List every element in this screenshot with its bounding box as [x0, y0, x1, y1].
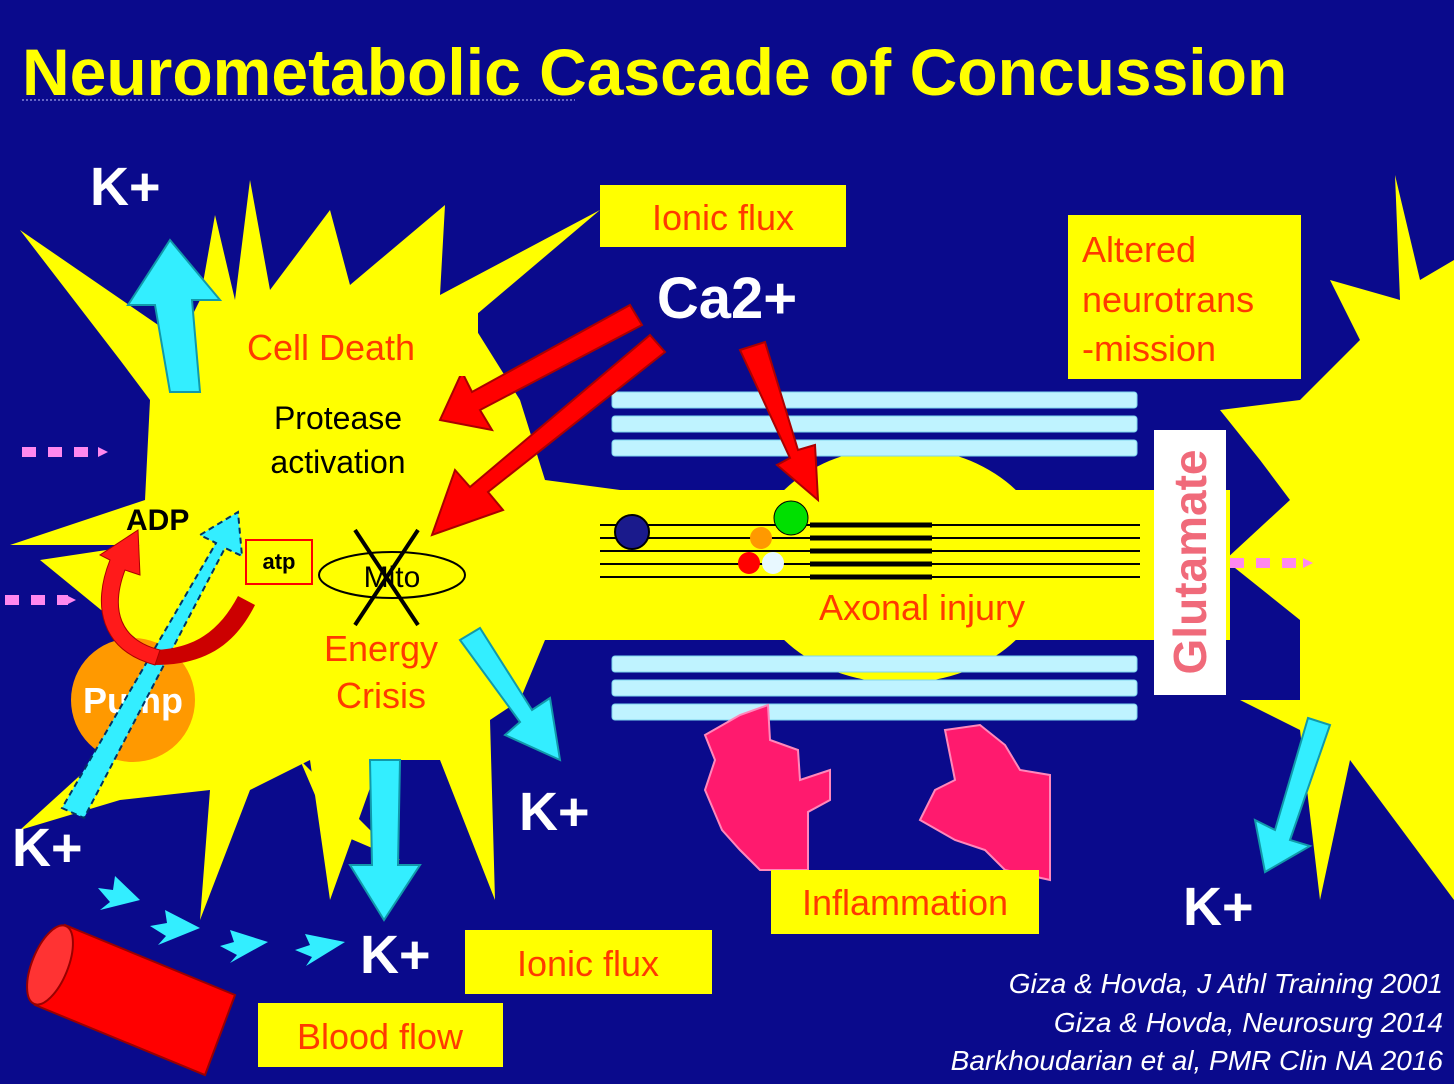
microtubule-top-2: [611, 415, 1138, 433]
microtubule-top-1: [611, 391, 1138, 409]
cell-death-box: [220, 312, 478, 376]
k-arrow-diagonal: [60, 510, 244, 820]
ionic-flux-bottom-box: [465, 930, 712, 994]
mito-ellipse: [318, 551, 466, 599]
pink-dotted-arrows: [5, 447, 1313, 605]
protease-label-2: activation: [270, 444, 405, 480]
glutamate-box: [1154, 430, 1226, 695]
mito-cross: [353, 528, 420, 627]
atp-box: [245, 539, 313, 585]
microtubules: [611, 391, 1138, 721]
blood-flow-box: [258, 1003, 503, 1067]
inflammation-cell-1: [703, 703, 831, 871]
k-label-mid: K+: [519, 782, 590, 842]
altered-label-1: Altered: [1082, 229, 1196, 270]
ca-arrow-cell-death: [438, 303, 644, 432]
microtubule-bot-3: [611, 703, 1138, 721]
glutamate-label: Glutamate: [1164, 450, 1216, 675]
ionic-flux-top-label: Ionic flux: [652, 197, 794, 238]
navy-organelle: [614, 514, 650, 550]
protease-label-1: Protease: [274, 400, 402, 436]
microtubule-top-3: [611, 439, 1138, 457]
axon-break-bars: [810, 522, 932, 580]
atp-adp-curve: [99, 529, 161, 666]
cell-death-label: Cell Death: [247, 327, 415, 368]
k-label-bottom: K+: [360, 925, 431, 985]
right-neuron: [1220, 175, 1454, 900]
right-neuron-body: [1220, 175, 1454, 900]
inflammation-cell-2: [918, 723, 1051, 882]
energy-label-2: Crisis: [336, 675, 426, 716]
adp-label: ADP: [126, 504, 189, 537]
microtubule-bot-1: [611, 655, 1138, 673]
k-label-left: K+: [12, 818, 83, 878]
k-arrows: [126, 238, 1332, 922]
ca-arrow-axon: [738, 340, 820, 503]
atp-adp-curve-dark: [150, 596, 255, 665]
k-arrow-mid: [458, 626, 562, 762]
citation-1: Giza & Hovda, J Athl Training 2001: [1009, 968, 1443, 999]
ca-label: Ca2+: [657, 266, 797, 331]
citation-2: Giza & Hovda, Neurosurg 2014: [1054, 1007, 1443, 1038]
energy-label-1: Energy: [324, 628, 438, 669]
k-label-top-left: K+: [90, 157, 161, 217]
light-organelle: [762, 552, 784, 574]
ionic-flux-bottom-label: Ionic flux: [517, 943, 659, 984]
altered-box: [1068, 215, 1301, 379]
label-boxes: [220, 185, 1301, 1067]
page-title: Neurometabolic Cascade of Concussion: [22, 35, 1287, 109]
ca-arrows: [430, 303, 820, 537]
blood-k-chevrons: [98, 876, 345, 966]
blood-flow-label: Blood flow: [297, 1016, 464, 1057]
axonal-injury-label: Axonal injury: [819, 587, 1025, 628]
altered-label-2: neurotrans: [1082, 279, 1254, 320]
citation-3: Barkhoudarian et al, PMR Clin NA 2016: [951, 1045, 1444, 1076]
blood-vessel-end: [26, 924, 74, 1006]
k-label-right: K+: [1183, 877, 1254, 937]
orange-organelle: [750, 527, 772, 549]
ca-arrow-mito: [430, 333, 667, 537]
blood-vessel: [26, 923, 237, 1077]
k-arrow-right: [1253, 716, 1332, 874]
inflammation-box: [771, 870, 1039, 934]
red-organelle: [738, 552, 760, 574]
k-arrow-up-left: [126, 238, 223, 393]
k-arrow-down: [348, 759, 422, 922]
altered-label-3: -mission: [1082, 328, 1216, 369]
green-organelle: [773, 500, 809, 536]
microtubule-bot-2: [611, 679, 1138, 697]
atp-label: atp: [263, 549, 296, 574]
ionic-flux-top-box: [600, 185, 846, 247]
inflammation-label: Inflammation: [802, 882, 1008, 923]
